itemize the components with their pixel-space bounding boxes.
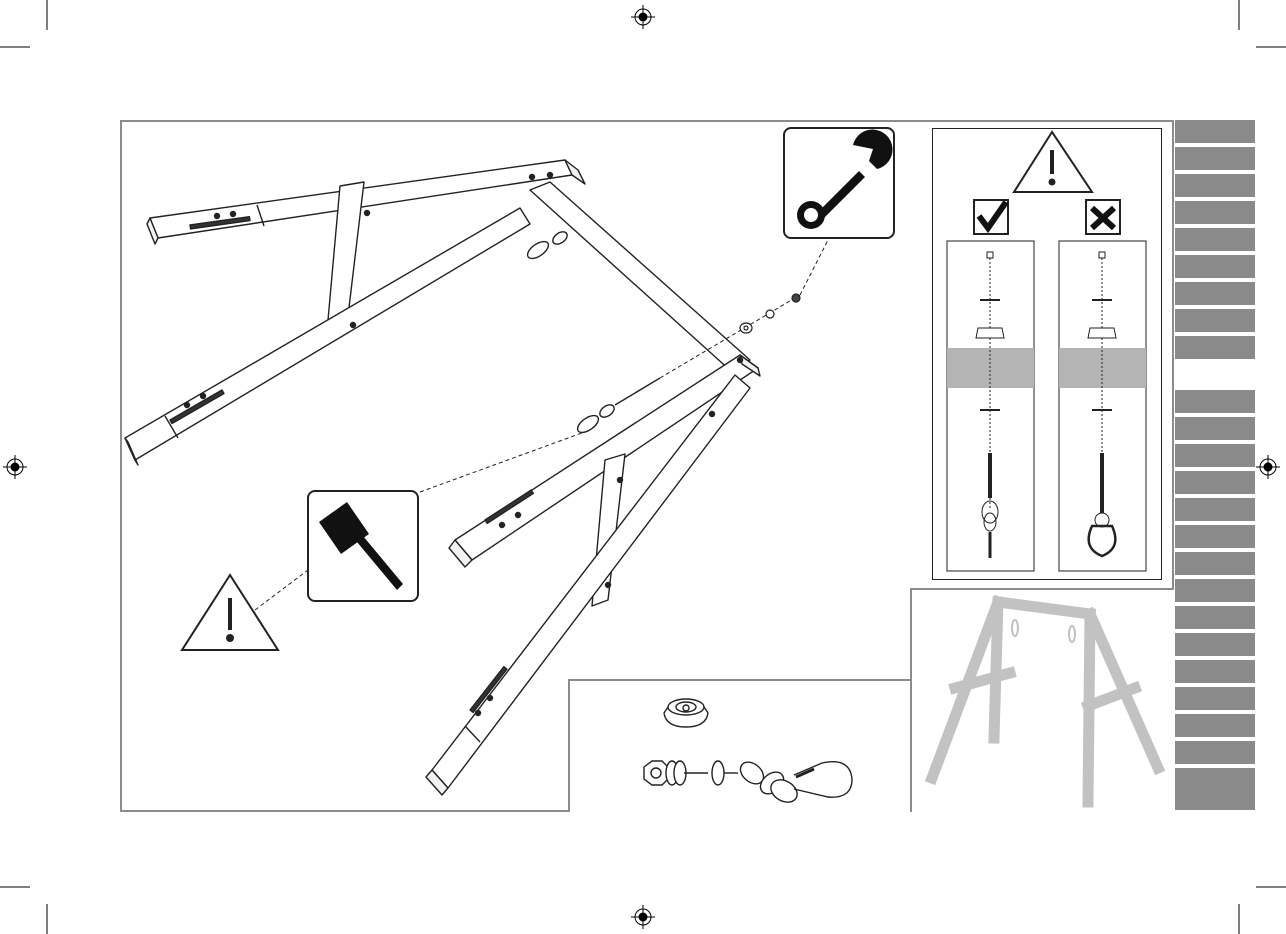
section-tab[interactable] xyxy=(1175,147,1255,172)
hardware-parts-drawing xyxy=(568,679,910,812)
left-leg xyxy=(125,208,530,460)
correct-check-icon xyxy=(974,200,1008,234)
section-tab[interactable] xyxy=(1175,741,1255,766)
section-tab[interactable] xyxy=(1175,390,1255,415)
section-tab[interactable] xyxy=(1175,498,1255,523)
section-tab[interactable] xyxy=(1175,120,1255,145)
section-tab[interactable] xyxy=(1175,201,1255,226)
section-tab[interactable] xyxy=(1175,228,1255,253)
section-tab[interactable] xyxy=(1175,787,1255,812)
eye-bolt-assembly-icon xyxy=(644,758,852,807)
mallet-tool-box xyxy=(307,490,419,602)
section-tab[interactable] xyxy=(1175,633,1255,658)
mallet-icon xyxy=(309,492,417,600)
section-tab[interactable] xyxy=(1175,606,1255,631)
section-tab[interactable] xyxy=(1175,336,1255,361)
section-tab[interactable] xyxy=(1175,444,1255,469)
section-tab[interactable] xyxy=(1175,660,1255,685)
warning-triangle-icon xyxy=(182,575,278,650)
section-tab[interactable] xyxy=(1175,417,1255,442)
upper-rail xyxy=(530,182,750,372)
assembled-frame-drawing xyxy=(910,588,1174,812)
section-tab[interactable] xyxy=(1175,525,1255,550)
wrench-tool-box xyxy=(783,127,895,239)
section-tabs xyxy=(1175,120,1255,812)
bolt-cap-icon xyxy=(664,699,708,727)
section-tab[interactable] xyxy=(1175,714,1255,739)
section-tab[interactable] xyxy=(1175,471,1255,496)
section-tab[interactable] xyxy=(1175,579,1255,604)
hanger-orientation-drawing xyxy=(932,128,1162,580)
section-tab[interactable] xyxy=(1175,687,1255,712)
section-tab[interactable] xyxy=(1175,282,1255,307)
wrench-icon xyxy=(785,129,893,237)
section-tab[interactable] xyxy=(1175,309,1255,334)
section-tab[interactable] xyxy=(1175,174,1255,199)
section-tab[interactable] xyxy=(1175,552,1255,577)
incorrect-x-icon xyxy=(1086,200,1120,234)
section-tab[interactable] xyxy=(1175,255,1255,280)
warning-triangle-icon xyxy=(1014,132,1092,192)
